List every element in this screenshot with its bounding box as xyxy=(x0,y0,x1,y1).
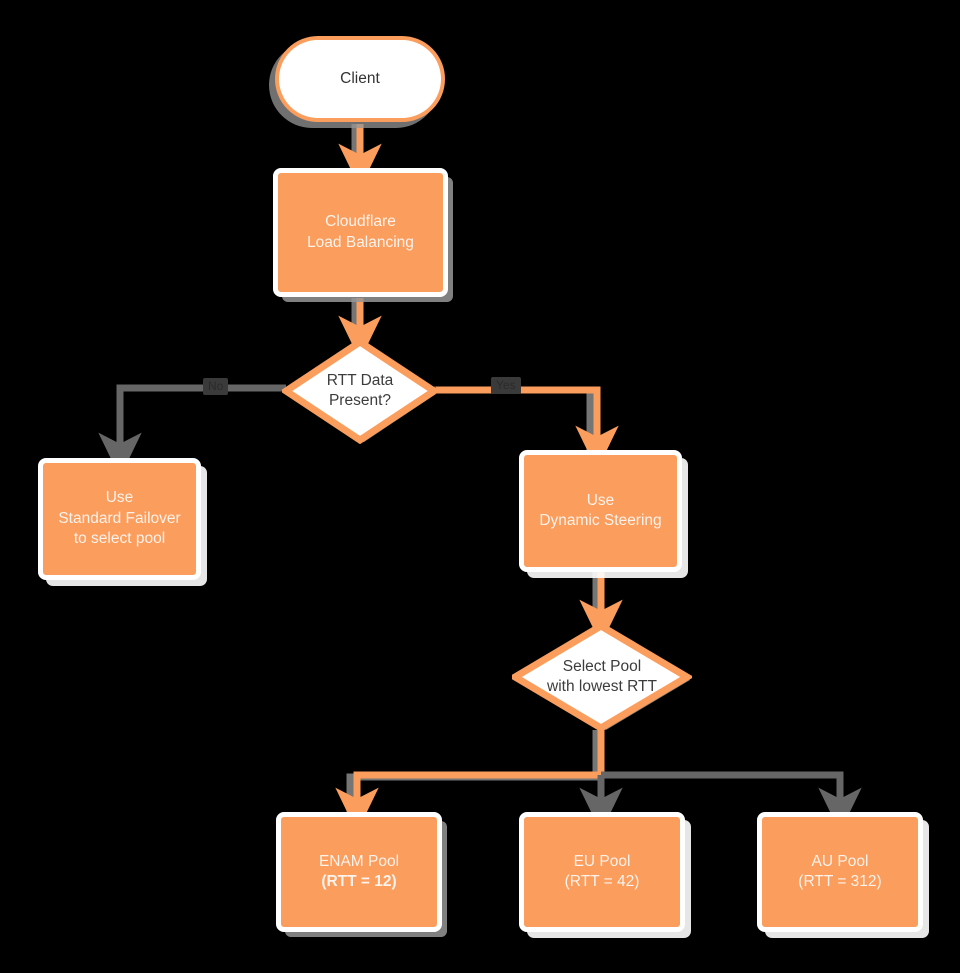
edge-inactive-group xyxy=(98,384,862,833)
node-load-balancing-line2: Load Balancing xyxy=(307,233,414,251)
node-enam-pool-line1: ENAM Pool xyxy=(318,852,400,870)
node-enam-pool-line2: (RTT = 12) xyxy=(321,873,397,890)
node-client[interactable]: Client xyxy=(275,36,445,122)
node-select-pool-line1: Select Pool xyxy=(562,657,642,675)
node-standard-failover-line2: Standard Failover xyxy=(58,509,181,527)
node-eu-pool-line2: (RTT = 42) xyxy=(564,873,640,890)
node-dynamic-steering[interactable]: Use Dynamic Steering xyxy=(519,450,682,572)
edge-active-group xyxy=(335,124,623,833)
edge-select-to-enam xyxy=(335,730,605,833)
node-select-pool[interactable]: Select Pool with lowest RTT xyxy=(512,622,692,732)
node-standard-failover-line3: to select pool xyxy=(73,530,166,548)
node-dynamic-steering-line1: Use xyxy=(586,491,615,509)
node-rtt-decision[interactable]: RTT Data Present? xyxy=(282,338,438,444)
edge-label-no: No xyxy=(203,378,229,396)
node-load-balancing[interactable]: Cloudflare Load Balancing xyxy=(273,168,448,297)
edge-rtt-to-dynamic xyxy=(436,386,619,471)
node-rtt-decision-line1: RTT Data xyxy=(326,371,394,389)
edge-select-to-au xyxy=(601,771,862,833)
node-enam-pool[interactable]: ENAM Pool (RTT = 12) xyxy=(276,812,442,932)
edge-rtt-to-failover xyxy=(98,384,286,478)
node-eu-pool-line1: EU Pool xyxy=(573,852,631,870)
diamond-shape-rtt xyxy=(282,338,438,444)
node-dynamic-steering-line2: Dynamic Steering xyxy=(539,512,662,529)
diamond-shape-select xyxy=(512,622,692,732)
node-standard-failover[interactable]: Use Standard Failover to select pool xyxy=(38,458,201,580)
edge-label-yes: Yes xyxy=(491,377,521,395)
node-client-label: Client xyxy=(340,69,380,87)
node-standard-failover-line1: Use xyxy=(105,489,134,507)
node-eu-pool[interactable]: EU Pool (RTT = 42) xyxy=(519,812,685,932)
node-select-pool-line2: with lowest RTT xyxy=(547,678,657,695)
node-load-balancing-line1: Cloudflare xyxy=(325,213,396,231)
node-au-pool-line1: AU Pool xyxy=(811,852,869,870)
node-rtt-decision-line2: Present? xyxy=(328,392,392,409)
node-au-pool-line2: (RTT = 312) xyxy=(798,873,882,890)
node-au-pool[interactable]: AU Pool (RTT = 312) xyxy=(757,812,923,932)
